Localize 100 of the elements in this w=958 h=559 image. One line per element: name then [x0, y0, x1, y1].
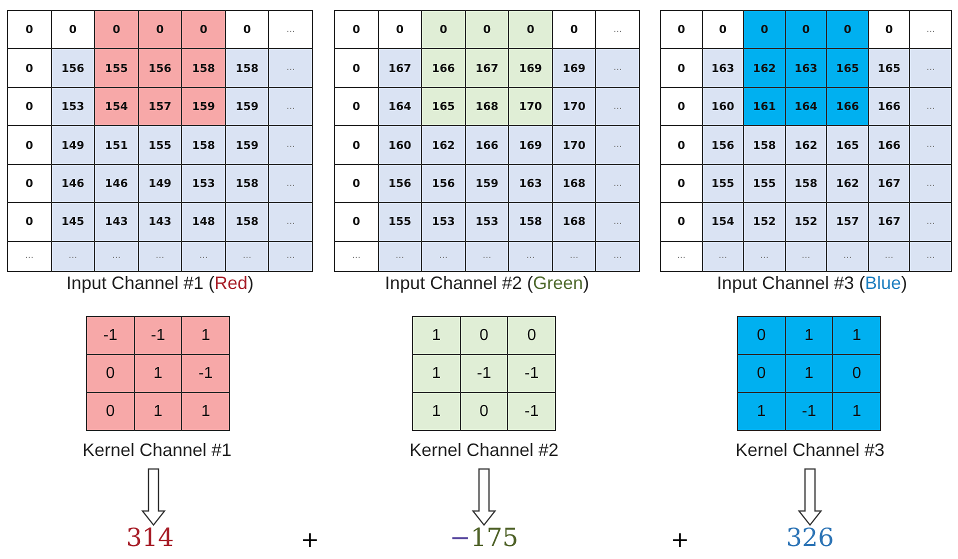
hollow-arrow: [798, 468, 822, 526]
kernel-caption: Kernel Channel #1: [82, 440, 232, 461]
matrix-cell: 168: [552, 164, 596, 203]
matrix-cell: 160: [378, 126, 422, 164]
hollow-arrow: [472, 468, 496, 526]
matrix-cell: 158: [182, 48, 226, 88]
kernel-cell: 1: [738, 392, 786, 430]
matrix-cell: ...: [910, 126, 952, 164]
kernel-cell: 1: [832, 392, 880, 430]
matrix-cell: ...: [702, 241, 744, 272]
matrix-cell: 0: [8, 202, 52, 242]
matrix-cell: 168: [552, 202, 596, 242]
matrix-cell: 162: [422, 126, 466, 164]
matrix-cell: 166: [868, 87, 910, 126]
matrix-cell: 0: [8, 10, 52, 49]
matrix-cell: 169: [508, 126, 552, 164]
matrix-cell: 155: [378, 202, 422, 242]
kernel-cell: 0: [86, 354, 134, 392]
matrix-cell: 166: [465, 126, 509, 164]
matrix-cell: ...: [596, 48, 640, 88]
matrix-cell: 154: [94, 87, 138, 126]
matrix-cell: 0: [422, 10, 466, 49]
matrix-cell: 0: [334, 202, 378, 242]
matrix-cell: ...: [225, 241, 269, 272]
matrix-cell: 154: [702, 202, 744, 242]
matrix-cell: 155: [702, 164, 744, 203]
matrix-cell: ...: [334, 241, 378, 272]
matrix-cell: 156: [422, 164, 466, 203]
matrix-cell: 0: [225, 10, 269, 49]
matrix-cell: 153: [422, 202, 466, 242]
channel-caption: Input Channel #3 (Blue): [716, 273, 908, 294]
matrix-cell: 162: [785, 126, 827, 164]
kernel-cell: 1: [412, 354, 460, 392]
matrix-cell: 151: [94, 126, 138, 164]
kernel-cell: 1: [182, 316, 230, 354]
matrix-cell: 169: [552, 48, 596, 88]
matrix-cell: ...: [422, 241, 466, 272]
kernel-cell: 1: [134, 354, 182, 392]
matrix-cell: 143: [94, 202, 138, 242]
kernel-cell: 1: [785, 354, 833, 392]
matrix-cell: 0: [378, 10, 422, 49]
matrix-cell: ...: [910, 87, 952, 126]
matrix-cell: 158: [225, 202, 269, 242]
matrix-cell: 163: [785, 48, 827, 88]
matrix-cell: ...: [868, 241, 910, 272]
matrix-cell: 0: [702, 10, 744, 49]
matrix-cell: 167: [378, 48, 422, 88]
kernel-cell: -1: [508, 392, 556, 430]
matrix-cell: 0: [465, 10, 509, 49]
matrix-cell: 167: [465, 48, 509, 88]
matrix-cell: 152: [744, 202, 786, 242]
matrix-cell: 0: [8, 126, 52, 164]
matrix-cell: ...: [910, 202, 952, 242]
kernel-cell: 1: [412, 316, 460, 354]
matrix-cell: 168: [465, 87, 509, 126]
matrix-cell: 0: [334, 48, 378, 88]
matrix-cell: 163: [508, 164, 552, 203]
matrix-cell: 158: [744, 126, 786, 164]
matrix-cell: 152: [785, 202, 827, 242]
matrix-cell: ...: [552, 241, 596, 272]
matrix-cell: ...: [596, 10, 640, 49]
kernel-cell: -1: [86, 316, 134, 354]
matrix-cell: ...: [785, 241, 827, 272]
kernel-cell: 0: [460, 392, 508, 430]
kernel-cell: -1: [182, 354, 230, 392]
matrix-cell: ...: [268, 87, 312, 126]
matrix-cell: 0: [552, 10, 596, 49]
matrix-cell: 165: [826, 48, 868, 88]
matrix-cell: ...: [465, 241, 509, 272]
matrix-cell: 0: [744, 10, 786, 49]
matrix-cell: 159: [225, 126, 269, 164]
matrix-cell: 157: [138, 87, 182, 126]
matrix-cell: 158: [225, 48, 269, 88]
matrix-cell: 160: [702, 87, 744, 126]
matrix-cell: 170: [552, 126, 596, 164]
matrix-cell: ...: [596, 87, 640, 126]
kernel-cell: 0: [738, 354, 786, 392]
matrix-cell: 146: [51, 164, 95, 203]
matrix-cell: 0: [826, 10, 868, 49]
matrix-cell: 158: [508, 202, 552, 242]
kernel-cell: 1: [832, 316, 880, 354]
matrix-cell: ...: [596, 164, 640, 203]
matrix-cell: ...: [94, 241, 138, 272]
matrix-cell: 159: [182, 87, 226, 126]
matrix-cell: 153: [182, 164, 226, 203]
matrix-cell: ...: [508, 241, 552, 272]
matrix-cell: 164: [785, 87, 827, 126]
matrix-cell: 0: [51, 10, 95, 49]
kernel-cell: -1: [460, 354, 508, 392]
matrix-cell: 153: [51, 87, 95, 126]
kernel-cell: 0: [508, 316, 556, 354]
matrix-cell: 149: [138, 164, 182, 203]
matrix-cell: 158: [785, 164, 827, 203]
matrix-cell: 156: [702, 126, 744, 164]
matrix-cell: 167: [868, 202, 910, 242]
matrix-cell: ...: [744, 241, 786, 272]
matrix-cell: 166: [826, 87, 868, 126]
matrix-cell: ...: [910, 48, 952, 88]
matrix-cell: 0: [182, 10, 226, 49]
matrix-cell: 170: [508, 87, 552, 126]
